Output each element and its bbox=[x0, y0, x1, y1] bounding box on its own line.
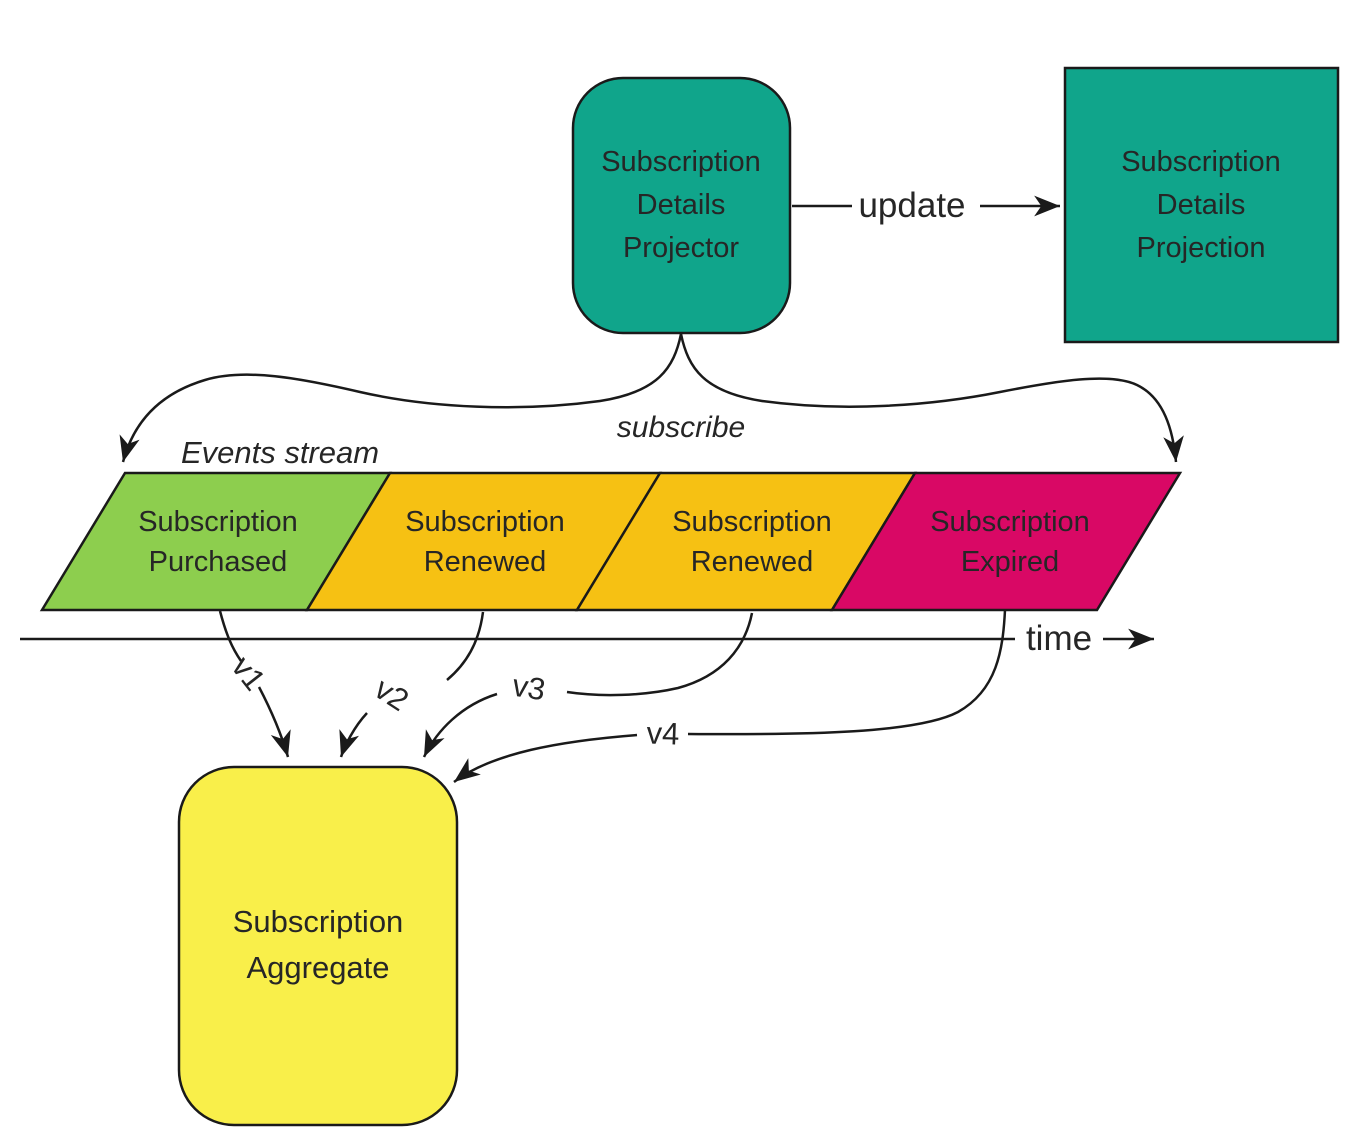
v4-label: v4 bbox=[646, 715, 680, 751]
version-arrow-v2: v2 bbox=[339, 611, 485, 758]
v4-curve-arrow bbox=[453, 733, 638, 783]
version-arrow-v3: v3 bbox=[422, 612, 754, 758]
projection-node: Subscription Details Projection bbox=[1063, 66, 1340, 344]
subscribe-curve-left bbox=[119, 333, 683, 463]
projector-box bbox=[571, 76, 792, 335]
subscribe-arrows: subscribe bbox=[119, 333, 1184, 463]
v1-curve-upper bbox=[218, 610, 243, 662]
v3-label: v3 bbox=[510, 668, 548, 708]
v1-label: v1 bbox=[225, 650, 273, 697]
version-arrow-v4: v4 bbox=[453, 609, 1007, 783]
time-axis: time bbox=[20, 619, 1154, 658]
time-label: time bbox=[1026, 619, 1092, 658]
event-label-line2: Purchased bbox=[149, 546, 288, 578]
update-arrow: update bbox=[792, 186, 1060, 225]
v4-curve-upper bbox=[687, 609, 1007, 736]
v2-label: v2 bbox=[368, 671, 415, 718]
events-stream: Subscription Purchased Subscription Rene… bbox=[39, 471, 1183, 612]
event-label-line2: Renewed bbox=[691, 546, 814, 578]
event-shape-expired bbox=[829, 471, 1183, 612]
projector-node: Subscription Details Projector bbox=[571, 76, 792, 335]
aggregate-label-line2: Aggregate bbox=[246, 950, 389, 985]
v3-curve-arrow bbox=[422, 692, 498, 758]
projector-label-line1: Subscription bbox=[601, 146, 761, 178]
v2-curve-arrow bbox=[339, 712, 368, 758]
projection-label-line1: Subscription bbox=[1121, 146, 1281, 178]
v1-curve-arrow bbox=[257, 686, 291, 758]
aggregate-node: Subscription Aggregate bbox=[177, 765, 459, 1127]
event-label-line1: Subscription bbox=[405, 506, 565, 538]
projection-label-line3: Projection bbox=[1137, 232, 1266, 264]
version-arrow-v1: v1 bbox=[218, 610, 291, 758]
event-segment-renewed-2: Subscription Renewed bbox=[574, 471, 918, 612]
aggregate-box bbox=[177, 765, 459, 1127]
v2-curve-upper bbox=[446, 611, 485, 681]
event-segment-purchased: Subscription Purchased bbox=[39, 471, 393, 612]
event-segment-expired: Subscription Expired bbox=[829, 471, 1183, 612]
subscribe-label: subscribe bbox=[617, 411, 745, 444]
projection-box bbox=[1063, 66, 1340, 344]
event-segment-renewed-1: Subscription Renewed bbox=[304, 471, 663, 612]
v3-curve-upper bbox=[566, 612, 754, 697]
projection-label-line2: Details bbox=[1157, 189, 1246, 221]
projector-label-line2: Details bbox=[637, 189, 726, 221]
events-stream-title: Events stream bbox=[181, 435, 379, 470]
event-label-line2: Renewed bbox=[424, 546, 547, 578]
event-label-line1: Subscription bbox=[672, 506, 832, 538]
update-label: update bbox=[858, 186, 965, 225]
projector-label-line3: Projector bbox=[623, 232, 739, 264]
event-label-line1: Subscription bbox=[138, 506, 298, 538]
aggregate-label-line1: Subscription bbox=[233, 904, 404, 939]
event-label-line2: Expired bbox=[961, 546, 1059, 578]
version-arrows: v1 v2 v3 v4 bbox=[218, 609, 1007, 783]
event-label-line1: Subscription bbox=[930, 506, 1090, 538]
subscribe-curve-right bbox=[679, 333, 1184, 463]
